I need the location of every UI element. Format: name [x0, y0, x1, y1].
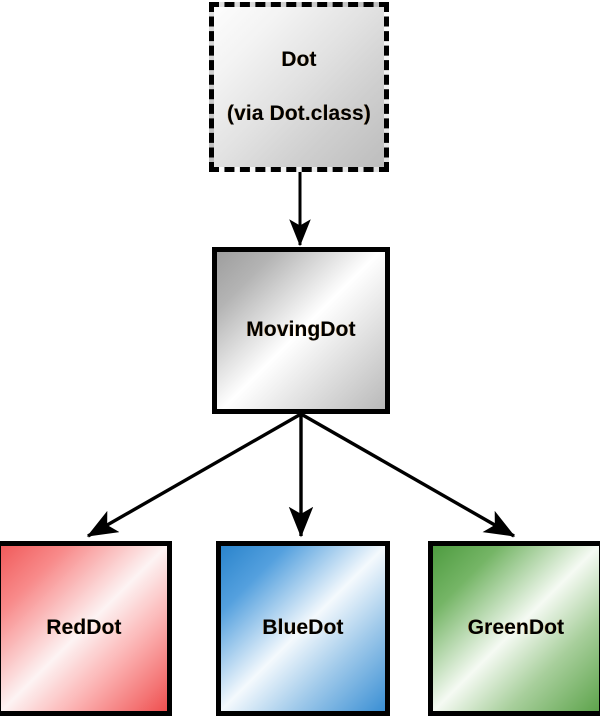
node-greendot-label: GreenDot: [467, 616, 565, 640]
node-movingdot-label: MovingDot: [246, 318, 356, 342]
node-greendot[interactable]: GreenDot: [428, 541, 600, 716]
node-bluedot[interactable]: BlueDot: [216, 541, 390, 716]
node-dot-label: Dot: [281, 47, 317, 71]
node-dot-sublabel: (via Dot.class): [227, 102, 371, 125]
node-dot[interactable]: Dot (via Dot.class): [209, 2, 389, 172]
node-reddot[interactable]: RedDot: [0, 541, 172, 716]
edge-movingdot-to-greendot: [300, 412, 516, 538]
node-bluedot-label: BlueDot: [262, 616, 344, 640]
node-reddot-label: RedDot: [46, 616, 122, 640]
node-movingdot[interactable]: MovingDot: [212, 247, 390, 414]
edge-movingdot-to-reddot: [86, 412, 302, 538]
